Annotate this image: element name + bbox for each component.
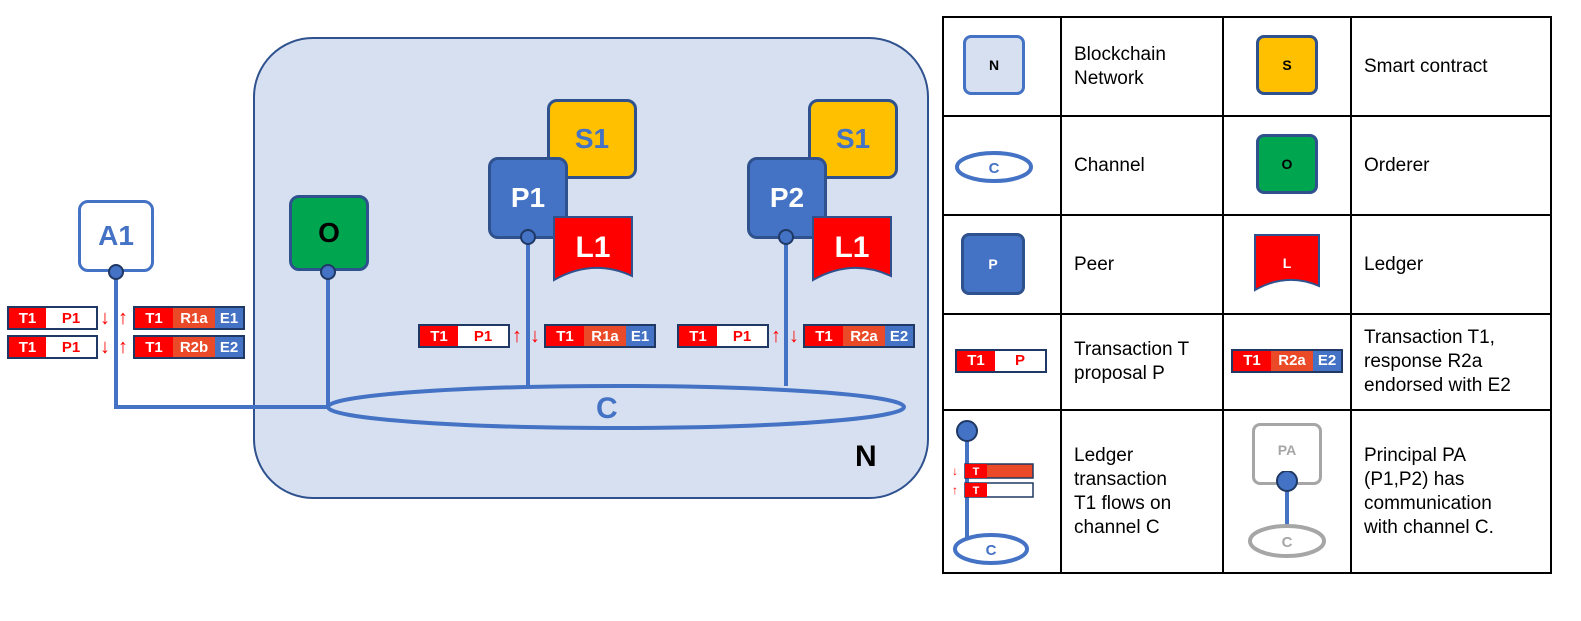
legend-flow-text: Ledger transaction T1 flows on channel C — [1060, 409, 1224, 574]
svg-text:C: C — [986, 542, 997, 559]
peer2-pin — [778, 229, 794, 245]
legend-response-text: Transaction T1, response R2a endorsed wi… — [1350, 313, 1552, 411]
response-legend-icon: T1 R2a E2 — [1231, 349, 1343, 373]
legend-row: T1 P Transaction T proposal P T1 R2a E2 … — [942, 313, 1552, 411]
legend-principal-text: Principal PA (P1,P2) has communication w… — [1350, 409, 1552, 574]
orderer-pin — [320, 264, 336, 280]
contract-legend-icon: S — [1256, 35, 1318, 95]
network-legend-icon: N — [963, 35, 1025, 95]
legend-flow-cell: C ↓ T ↑ T — [942, 409, 1062, 574]
svg-text:C: C — [989, 160, 1000, 177]
down-arrow-icon: ↓ — [100, 336, 110, 358]
legend-orderer-text: Orderer — [1350, 115, 1552, 216]
legend-ledger-text: Ledger — [1350, 214, 1552, 315]
orderer-o[interactable]: O — [289, 195, 369, 271]
peer2-response: T1 R2a E2 — [803, 324, 915, 348]
ledger-shape-icon — [553, 216, 633, 282]
ledger-shape-icon — [812, 216, 892, 282]
network-label: N — [855, 440, 877, 473]
legend-row: P Peer L Ledger — [942, 214, 1552, 315]
svg-text:↑: ↑ — [952, 483, 958, 497]
legend-peer-cell: P — [942, 214, 1062, 315]
legend-channel-text: Channel — [1060, 115, 1224, 216]
down-arrow-icon: ↓ — [100, 307, 110, 329]
client-proposal-2: T1 P1 — [7, 335, 98, 359]
legend-response-cell: T1 R2a E2 — [1222, 313, 1352, 411]
legend-ledger-cell: L — [1222, 214, 1352, 315]
legend-network-cell: N — [942, 16, 1062, 117]
svg-text:T: T — [973, 466, 980, 478]
legend-channel-cell: C — [942, 115, 1062, 216]
orderer-legend-icon: O — [1256, 134, 1318, 194]
client-channel-line — [114, 273, 328, 409]
legend-network-text: Blockchain Network — [1060, 16, 1224, 117]
up-arrow-icon: ↑ — [512, 325, 522, 347]
legend-row: C ↓ T ↑ T Ledger transaction T1 flows on… — [942, 409, 1552, 574]
legend-orderer-cell: O — [1222, 115, 1352, 216]
client-proposal-1: T1 P1 — [7, 306, 98, 330]
client-pin — [108, 264, 124, 280]
down-arrow-icon: ↓ — [789, 325, 799, 347]
legend-peer-text: Peer — [1060, 214, 1224, 315]
peer-legend-icon: P — [961, 233, 1025, 295]
ledger-l1-peer2[interactable]: L1 — [812, 216, 892, 282]
peer1-proposal: T1 P1 — [418, 324, 510, 348]
legend-contract-cell: S — [1222, 16, 1352, 117]
client-response-1: T1 R1a E1 — [133, 306, 245, 330]
svg-text:C: C — [1282, 534, 1293, 551]
channel-label: C — [596, 392, 618, 425]
client-a1[interactable]: A1 — [78, 200, 154, 272]
peer2-proposal: T1 P1 — [677, 324, 769, 348]
peer1-response: T1 R1a E1 — [544, 324, 656, 348]
legend-table: N Blockchain Network S Smart contract C … — [942, 16, 1552, 574]
legend-proposal-cell: T1 P — [942, 313, 1062, 411]
principal-channel-legend-icon: C — [1248, 471, 1326, 558]
ledger-l1-peer1[interactable]: L1 — [553, 216, 633, 282]
up-arrow-icon: ↑ — [118, 307, 128, 329]
down-arrow-icon: ↓ — [530, 325, 540, 347]
channel-legend-icon: C — [955, 151, 1033, 183]
up-arrow-icon: ↑ — [118, 336, 128, 358]
peer1-pin — [520, 229, 536, 245]
legend-row: N Blockchain Network S Smart contract — [942, 16, 1552, 117]
legend-row: C Channel O Orderer — [942, 115, 1552, 216]
legend-contract-text: Smart contract — [1350, 16, 1552, 117]
up-arrow-icon: ↑ — [771, 325, 781, 347]
proposal-legend-icon: T1 P — [955, 349, 1047, 373]
ledger-flow-legend-icon: C ↓ T ↑ T — [952, 420, 1034, 565]
legend-principal-cell: PA C — [1222, 409, 1352, 574]
client-response-2: T1 R2b E2 — [133, 335, 245, 359]
legend-proposal-text: Transaction T proposal P — [1060, 313, 1224, 411]
ledger-legend-icon: L — [1254, 234, 1320, 292]
svg-text:↓: ↓ — [952, 464, 958, 478]
svg-text:T: T — [973, 485, 980, 497]
